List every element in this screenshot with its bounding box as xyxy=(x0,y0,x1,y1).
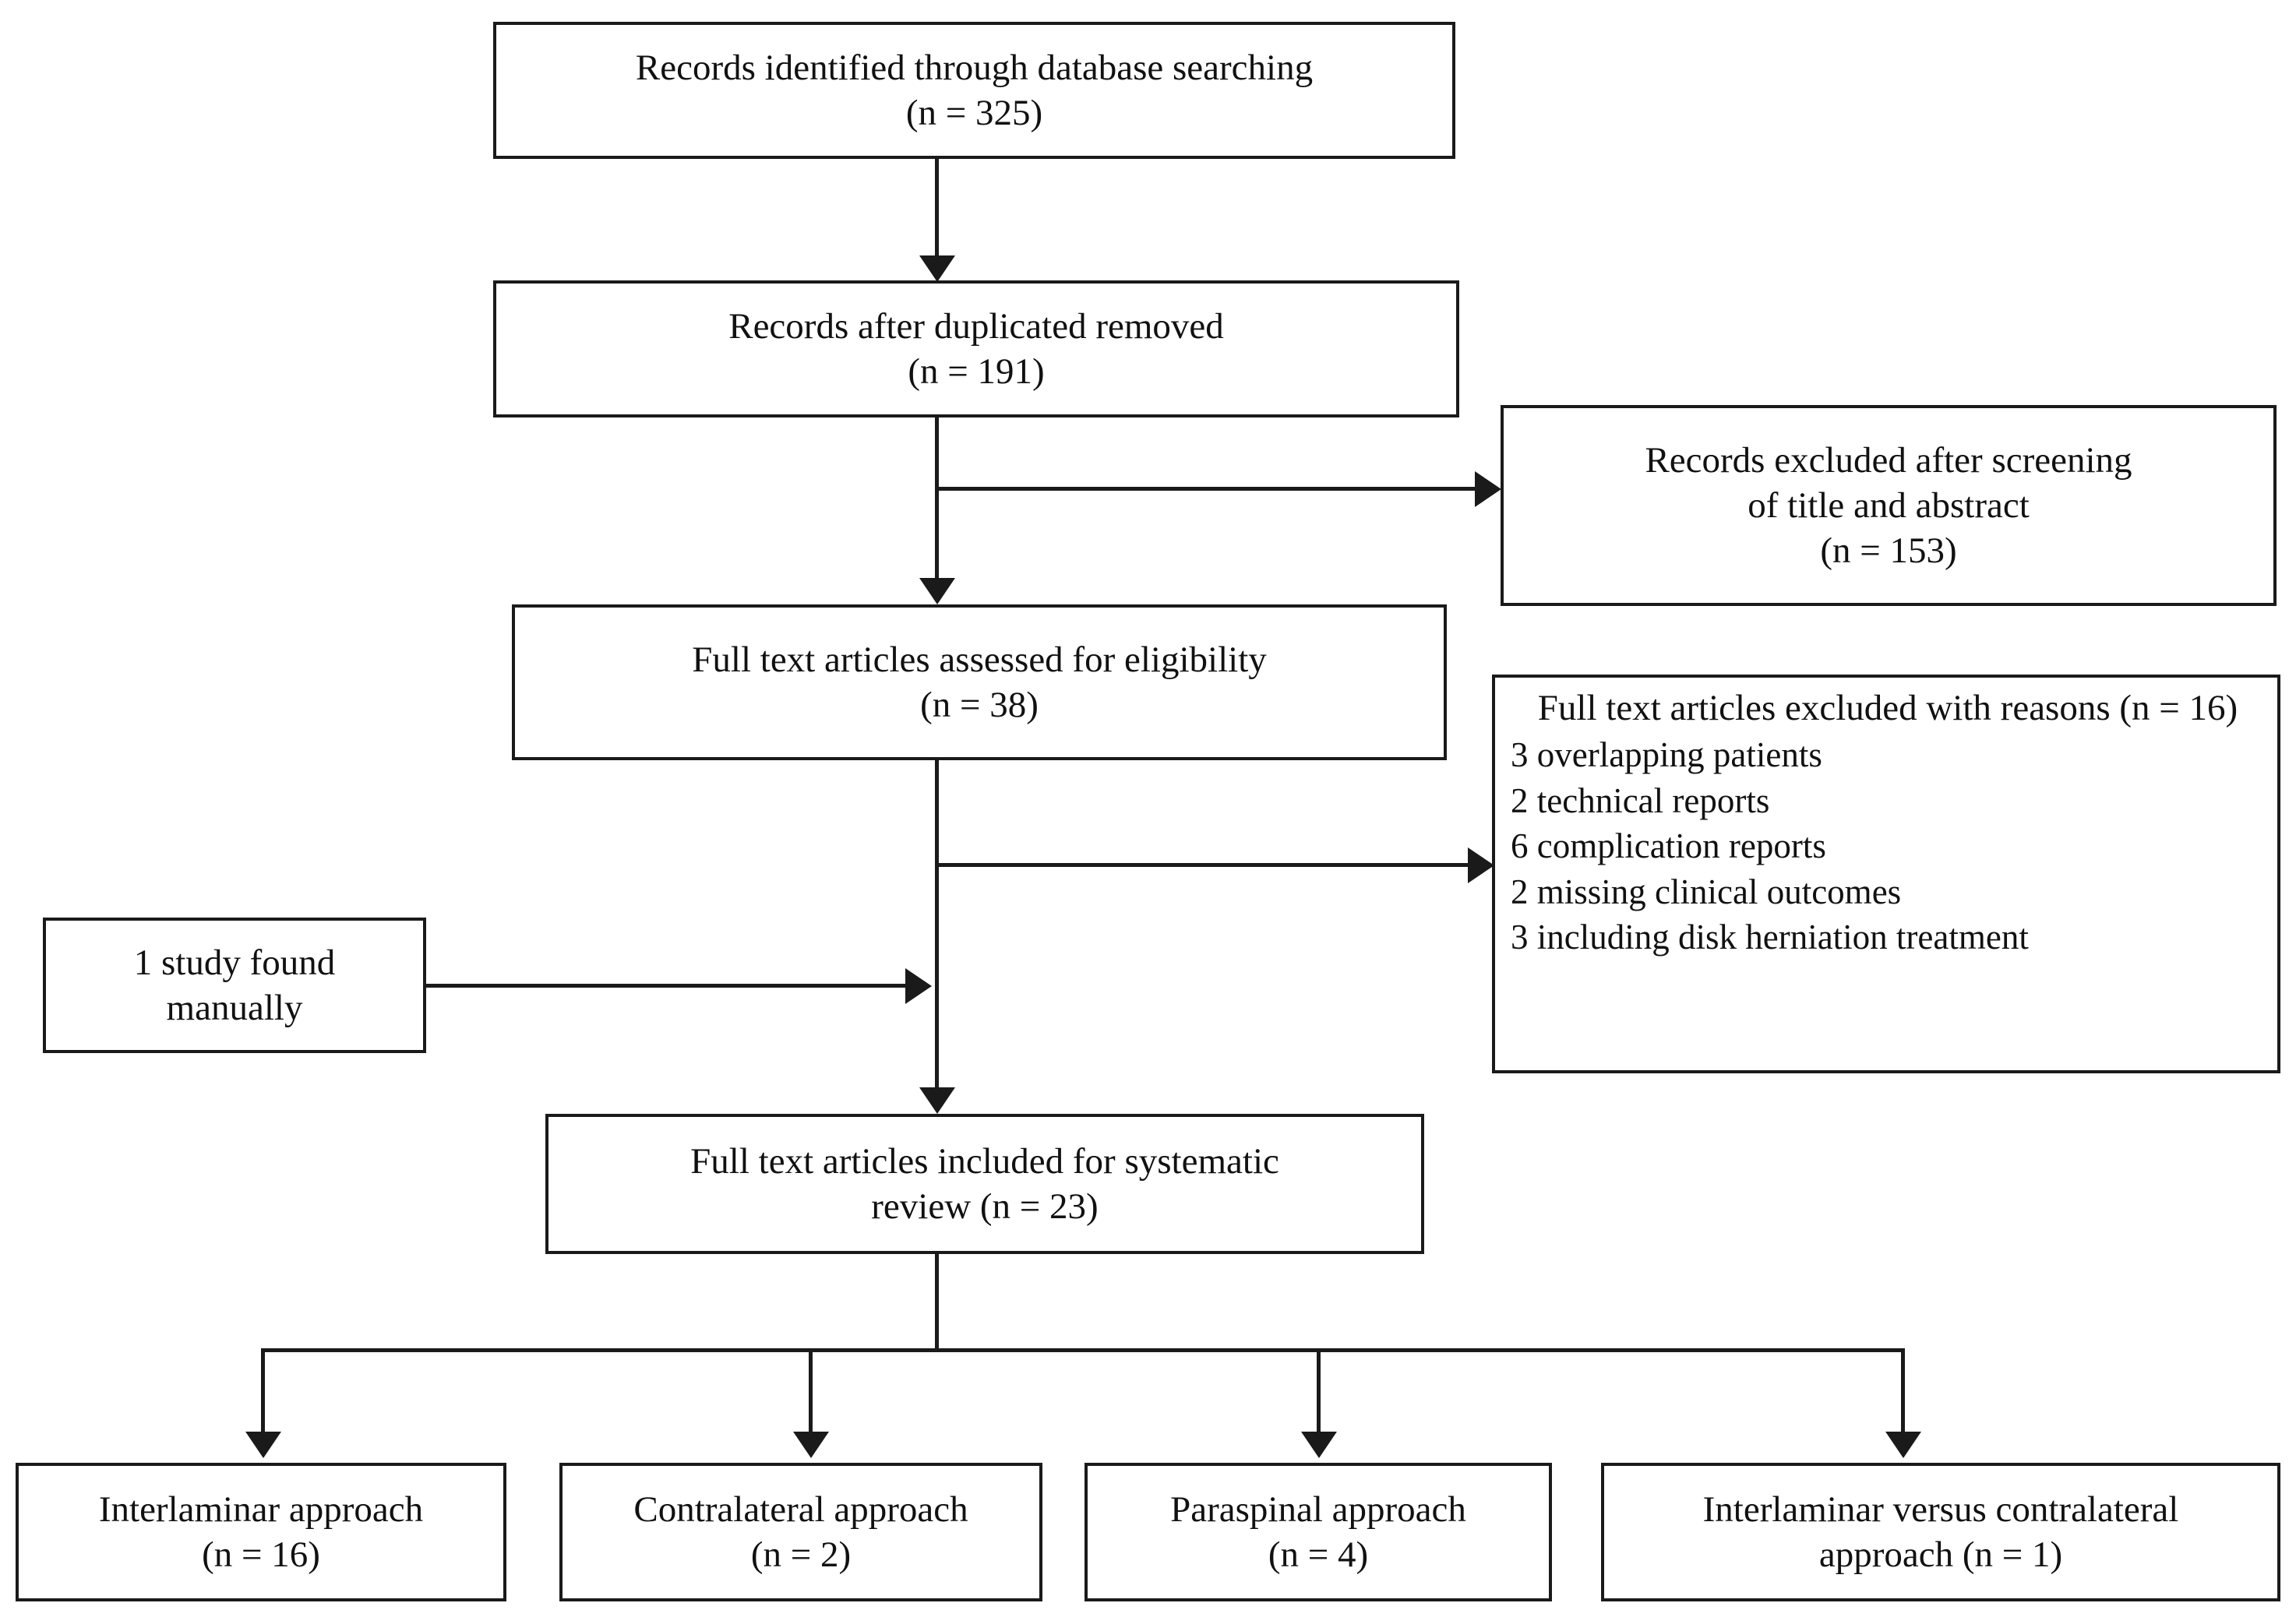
arrowhead-to-outcome-1 xyxy=(245,1432,281,1458)
arrowhead-to-outcome-3 xyxy=(1301,1432,1337,1458)
node-outcome-paraspinal: Paraspinal approach (n = 4) xyxy=(1085,1463,1552,1601)
arrowhead-manual-to-trunk xyxy=(905,968,932,1004)
screening-excluded-line2: of title and abstract xyxy=(1748,484,2030,526)
manual-study-line1: 1 study found xyxy=(133,942,336,983)
arrowhead-to-deduplicated xyxy=(919,255,955,282)
records-identified-count: (n = 325) xyxy=(905,93,1043,133)
node-fulltext-excluded-with-reasons: Full text articles excluded with reasons… xyxy=(1492,675,2280,1073)
arrowhead-to-eligibility xyxy=(919,578,955,604)
exclusion-reason-2: 2 technical reports xyxy=(1511,780,1770,820)
connector-to-outcome-1 xyxy=(261,1348,265,1434)
node-included-systematic-review: Full text articles included for systemat… xyxy=(545,1114,1424,1254)
connector-to-outcome-3 xyxy=(1317,1348,1321,1434)
arrowhead-to-fulltext-excluded xyxy=(1468,847,1494,883)
connector-to-outcome-2 xyxy=(809,1348,813,1434)
eligibility-count: (n = 38) xyxy=(920,685,1039,725)
distribution-bar xyxy=(261,1348,1905,1352)
records-identified-line1: Records identified through database sear… xyxy=(635,47,1314,88)
screening-excluded-count: (n = 153) xyxy=(1820,530,1957,572)
node-outcome-contralateral: Contralateral approach (n = 2) xyxy=(559,1463,1042,1601)
screening-excluded-line1: Records excluded after screening xyxy=(1645,439,2132,481)
included-line1: Full text articles included for systemat… xyxy=(690,1140,1279,1182)
connector-to-screening-excluded xyxy=(935,487,1480,491)
connector-included-to-split xyxy=(935,1252,939,1352)
manual-study-line2: manually xyxy=(166,988,303,1028)
connector-deduplicated-to-eligibility xyxy=(935,417,939,580)
arrowhead-to-outcome-4 xyxy=(1885,1432,1921,1458)
outcome-4-count: approach (n = 1) xyxy=(1818,1534,2063,1575)
arrowhead-to-included xyxy=(919,1087,955,1114)
exclusion-reason-3: 6 complication reports xyxy=(1511,826,1826,866)
outcome-3-label: Paraspinal approach xyxy=(1170,1488,1466,1530)
node-fulltext-assessed-eligibility: Full text articles assessed for eligibil… xyxy=(512,604,1447,760)
records-deduplicated-count: (n = 191) xyxy=(908,351,1045,392)
eligibility-line1: Full text articles assessed for eligibil… xyxy=(692,639,1267,680)
connector-manual-to-trunk xyxy=(425,984,909,988)
outcome-3-count: (n = 4) xyxy=(1268,1534,1369,1575)
connector-identified-to-deduplicated xyxy=(935,158,939,258)
node-outcome-interlaminar-vs-contralateral: Interlaminar versus contralateral approa… xyxy=(1601,1463,2280,1601)
outcome-1-label: Interlaminar approach xyxy=(98,1488,424,1530)
node-records-after-duplicates-removed: Records after duplicated removed (n = 19… xyxy=(493,280,1459,417)
exclusion-reason-4: 2 missing clinical outcomes xyxy=(1511,872,1902,911)
connector-to-outcome-4 xyxy=(1901,1348,1905,1434)
node-manual-study: 1 study found manually xyxy=(43,918,426,1053)
node-records-excluded-screening: Records excluded after screening of titl… xyxy=(1501,405,2277,606)
arrowhead-to-screening-excluded xyxy=(1475,471,1501,507)
outcome-4-label: Interlaminar versus contralateral xyxy=(1702,1488,2179,1530)
included-count: review (n = 23) xyxy=(871,1186,1099,1227)
exclusion-reason-1: 3 overlapping patients xyxy=(1511,735,1822,775)
node-outcome-interlaminar: Interlaminar approach (n = 16) xyxy=(16,1463,506,1601)
connector-to-fulltext-excluded xyxy=(935,863,1472,867)
fulltext-excluded-heading: Full text articles excluded with reasons… xyxy=(1537,688,2238,728)
connector-eligibility-to-included xyxy=(935,759,939,1090)
records-deduplicated-line1: Records after duplicated removed xyxy=(728,305,1224,347)
exclusion-reason-5: 3 including disk herniation treatment xyxy=(1511,918,2029,957)
node-records-identified: Records identified through database sear… xyxy=(493,22,1455,159)
outcome-1-count: (n = 16) xyxy=(202,1534,320,1575)
outcome-2-count: (n = 2) xyxy=(750,1534,852,1575)
arrowhead-to-outcome-2 xyxy=(793,1432,829,1458)
outcome-2-label: Contralateral approach xyxy=(633,1488,968,1530)
